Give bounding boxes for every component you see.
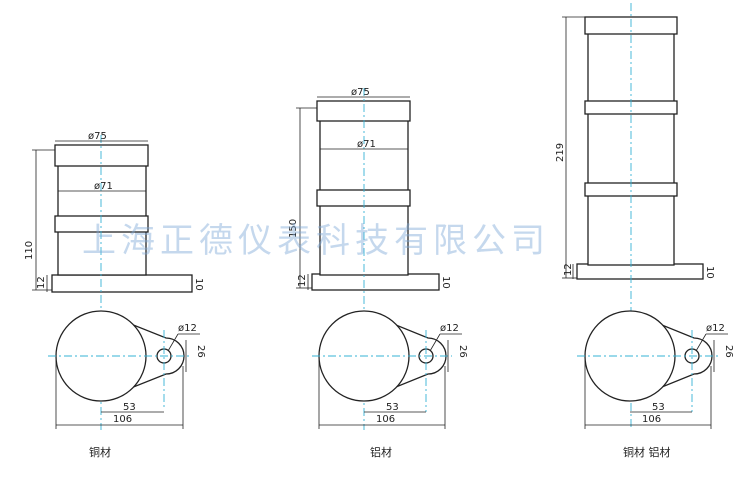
- view-1-dim-length: 106: [113, 414, 132, 425]
- view-2-dim-flange: 10: [440, 276, 451, 289]
- view-1-dim-offset: 53: [123, 402, 136, 413]
- watermark: 上海正德仪表科技有限公司: [82, 221, 550, 261]
- view-1-dim-outer: ø75: [88, 131, 107, 142]
- view-2-dim-length: 106: [376, 414, 395, 425]
- view-2-dim-lug: 26: [457, 345, 468, 358]
- view-3-dim-lug: 26: [723, 345, 734, 358]
- view-2-dim-inner: ø71: [357, 139, 376, 150]
- view-3-base-plate: [576, 263, 704, 280]
- view-1-material-label: 铜材: [89, 445, 111, 459]
- view-1-middle-ring: [54, 215, 149, 233]
- view-3-dim-flange: 10: [704, 266, 715, 279]
- view-2: ø75 ø71 150 12 10 ø12 26 53 106 铝材: [288, 87, 468, 459]
- view-2-dim-hole: ø12: [440, 323, 459, 334]
- view-2-middle-ring: [316, 189, 411, 207]
- view-3-dim-height: 219: [555, 143, 566, 162]
- view-1-base-plate: [51, 274, 193, 293]
- view-2-base-plate: [311, 273, 440, 291]
- view-1-dim-lug: 26: [195, 345, 206, 358]
- view-2-material-label: 铝材: [370, 445, 392, 459]
- view-1-dim-hole: ø12: [178, 323, 197, 334]
- view-1: ø75 ø71 110 12 10 ø12 26 53 106: [24, 131, 206, 459]
- view-3-dim-offset: 53: [652, 402, 665, 413]
- view-3-dim-hole: ø12: [706, 323, 725, 334]
- view-2-dim-height: 150: [288, 219, 299, 238]
- view-1-dim-base: 12: [36, 276, 47, 289]
- view-3-dim-base: 12: [563, 263, 574, 276]
- view-3-material-label: 铜材 铝材: [623, 445, 671, 459]
- view-3: 219 12 10 ø12 26 53 106 铜材 铝材: [555, 3, 734, 459]
- view-1-dim-height: 110: [24, 241, 35, 260]
- view-3-dim-length: 106: [642, 414, 661, 425]
- view-2-dim-base: 12: [297, 274, 308, 287]
- view-1-dim-inner: ø71: [94, 181, 113, 192]
- view-1-top-ring: [54, 144, 149, 167]
- view-2-dim-outer: ø75: [351, 87, 370, 98]
- view-2-dim-offset: 53: [386, 402, 399, 413]
- view-1-dim-flange: 10: [193, 278, 204, 291]
- view-2-top-ring: [316, 100, 411, 122]
